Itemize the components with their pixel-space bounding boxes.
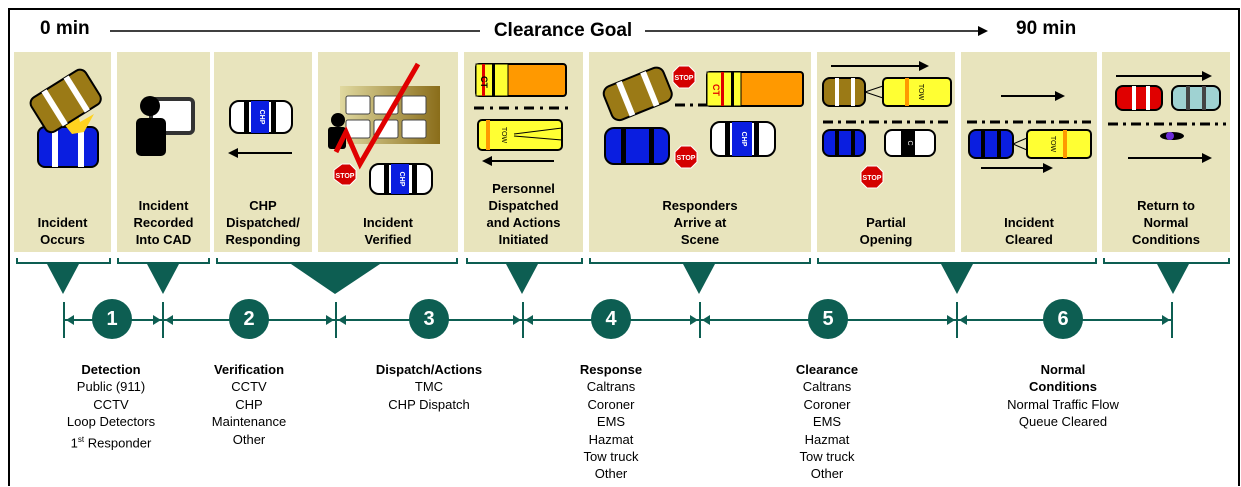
- svg-text:TOW: TOW: [917, 84, 924, 101]
- svg-text:CHP: CHP: [398, 172, 405, 187]
- phase-clearance: Clearance Caltrans Coroner EMS Hazmat To…: [795, 362, 859, 482]
- svg-text:CT: CT: [479, 76, 489, 88]
- start-time-label: 0 min: [40, 18, 90, 39]
- bracket: [589, 258, 811, 264]
- partial-opening-icon: TOW C STOP: [822, 61, 952, 189]
- phase-number-6: 6: [1043, 299, 1083, 339]
- pointer-triangles: [47, 264, 1189, 294]
- axis-tick: [63, 302, 65, 338]
- tow-and-ct-trucks-icon: CT TOW: [474, 63, 574, 166]
- clearance-goal-label: Clearance Goal: [493, 20, 633, 41]
- chp-car-icon: CHP: [228, 100, 293, 158]
- phase-number-1: 1: [92, 299, 132, 339]
- phase-dispatch-actions: Dispatch/Actions TMC CHP Dispatch: [375, 362, 483, 412]
- axis-tick: [956, 302, 958, 338]
- axis-tick: [522, 302, 524, 338]
- svg-text:C: C: [906, 140, 913, 145]
- phase-detection: Detection Public (911) CCTV Loop Detecto…: [66, 362, 156, 450]
- bracket: [466, 258, 583, 264]
- bracket: [117, 258, 210, 264]
- axis-tick: [335, 302, 337, 338]
- verification-icon: STOP CHP: [328, 62, 440, 195]
- axis-tick: [1171, 302, 1173, 338]
- diagram-frame: [8, 8, 1240, 486]
- bracket: [16, 258, 111, 264]
- normal-traffic-icon: [1108, 71, 1226, 163]
- axis-tick: [162, 302, 164, 338]
- clearance-goal-arrow: [110, 26, 988, 36]
- phase-number-5: 5: [808, 299, 848, 339]
- phase-number-4: 4: [591, 299, 631, 339]
- phase-verification: Verification CCTV CHP Maintenance Other: [211, 362, 287, 447]
- svg-text:STOP: STOP: [677, 155, 696, 162]
- collision-icon: [29, 68, 102, 168]
- phase-response: Response Caltrans Coroner EMS Hazmat Tow…: [579, 362, 643, 482]
- svg-text:CT: CT: [711, 84, 721, 96]
- axis-tick: [699, 302, 701, 338]
- phase-number-3: 3: [409, 299, 449, 339]
- phase-normal-conditions: Normal Conditions Normal Traffic Flow Qu…: [1007, 362, 1119, 430]
- phase-number-2: 2: [229, 299, 269, 339]
- svg-text:STOP: STOP: [675, 75, 694, 82]
- bracket: [216, 258, 458, 264]
- svg-text:STOP: STOP: [863, 175, 882, 182]
- bracket: [817, 258, 1097, 264]
- svg-text:CHP: CHP: [740, 132, 747, 147]
- cad-operator-icon: [136, 96, 195, 156]
- responders-scene-icon: STOP CT STOP CHP: [602, 65, 804, 169]
- svg-text:TOW: TOW: [1049, 136, 1056, 153]
- incident-cleared-icon: TOW: [967, 91, 1092, 173]
- svg-text:STOP: STOP: [336, 173, 355, 180]
- bracket: [1103, 258, 1230, 264]
- end-time-label: 90 min: [1016, 18, 1077, 39]
- svg-text:CHP: CHP: [258, 110, 265, 125]
- svg-text:TOW: TOW: [500, 127, 507, 144]
- stop-sign-icon: [333, 163, 357, 186]
